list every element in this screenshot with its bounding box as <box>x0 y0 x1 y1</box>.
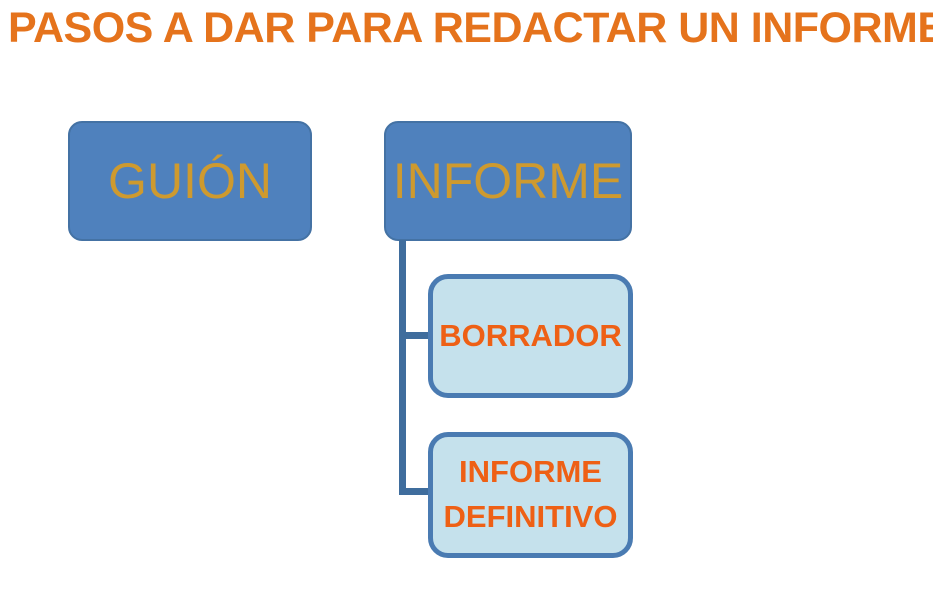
connector-branch-borrador <box>399 332 429 339</box>
node-informe-definitivo-label: INFORME DEFINITIVO <box>443 454 618 534</box>
page-title: PASOS A DAR PARA REDACTAR UN INFORME <box>8 4 933 52</box>
node-guion-label: GUIÓN <box>108 153 272 209</box>
node-informe-label: INFORME <box>392 153 624 209</box>
node-informe: INFORME <box>384 121 632 241</box>
node-borrador: BORRADOR <box>428 274 633 398</box>
node-guion: GUIÓN <box>68 121 312 241</box>
connector-vertical-line <box>399 240 406 495</box>
node-borrador-label: BORRADOR <box>439 317 622 353</box>
connector-branch-informe-definitivo <box>399 488 429 495</box>
node-informe-definitivo: INFORME DEFINITIVO <box>428 432 633 558</box>
